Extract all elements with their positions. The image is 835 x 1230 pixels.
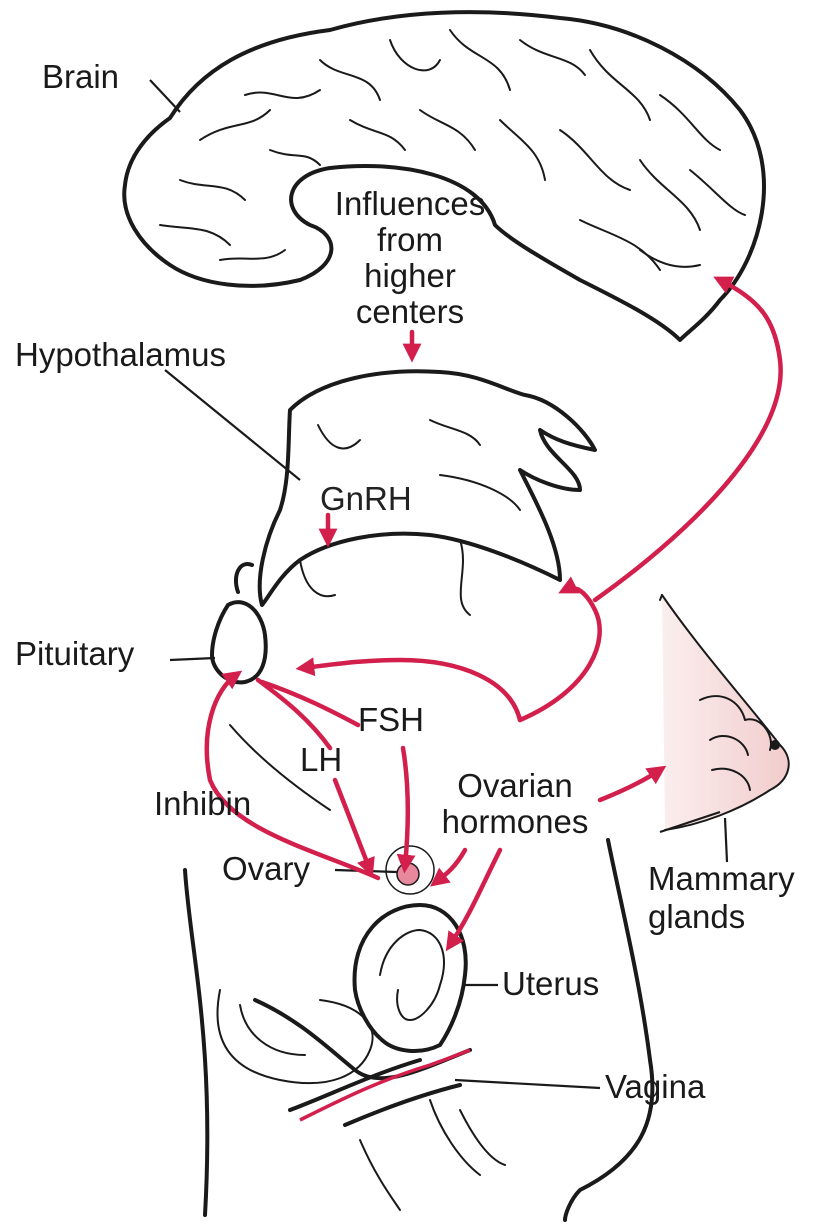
label-brain: Brain	[42, 60, 119, 93]
label-fsh: FSH	[358, 703, 424, 736]
label-mammary-glands: Mammary glands	[648, 860, 795, 936]
label-ovarian-hormones: Ovarian hormones	[420, 768, 610, 840]
label-lh: LH	[300, 743, 342, 776]
arrow-ovarian-to-brain	[595, 280, 781, 600]
label-mammary-line-1: Mammary	[648, 860, 795, 898]
label-influences-from-higher-centers: Influences from higher centers	[310, 186, 510, 330]
label-influences-line-4: centers	[310, 294, 510, 330]
label-ovarian-line-2: hormones	[420, 804, 610, 840]
label-influences-line-3: higher	[310, 258, 510, 294]
arrow-ovarian-to-ovary	[436, 850, 465, 882]
hypothalamus	[260, 371, 595, 615]
pituitary-lines	[258, 680, 358, 748]
label-uterus: Uterus	[502, 967, 599, 1000]
label-inhibin: Inhibin	[154, 787, 251, 820]
label-pituitary: Pituitary	[15, 637, 134, 670]
pelvic-organs	[218, 846, 506, 1210]
arrow-fsh	[403, 748, 408, 866]
pituitary	[212, 564, 266, 682]
label-influences-line-2: from	[310, 222, 510, 258]
breast	[660, 595, 789, 830]
arrow-lh	[335, 780, 370, 870]
label-ovary: Ovary	[222, 852, 310, 885]
label-vagina: Vagina	[605, 1070, 705, 1103]
label-ovarian-line-1: Ovarian	[420, 768, 610, 804]
hormone-arrows	[207, 280, 781, 945]
label-mammary-line-2: glands	[648, 898, 795, 936]
label-hypothalamus: Hypothalamus	[15, 338, 226, 371]
label-gnrh: GnRH	[320, 482, 412, 515]
arrow-ovarian-to-hypothalamus	[520, 588, 600, 720]
label-influences-line-1: Influences	[310, 186, 510, 222]
